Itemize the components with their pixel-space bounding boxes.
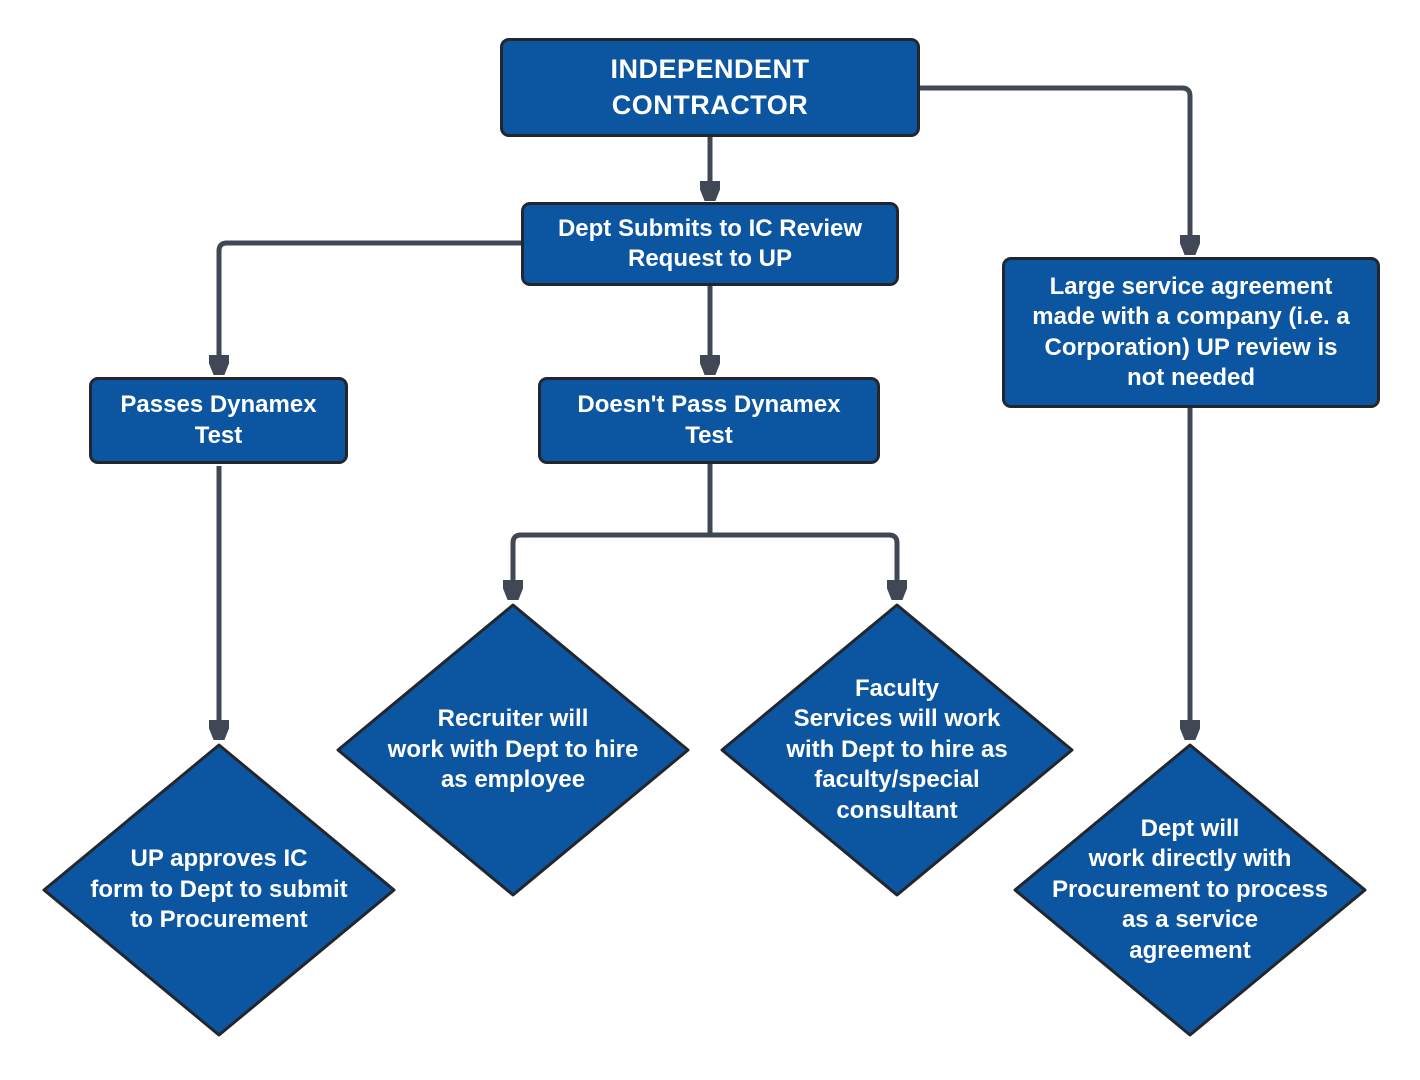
edge-dept-submits-to-passes — [219, 240, 521, 373]
node-recruiter-label: Recruiter will work with Dept to hire as… — [387, 705, 639, 794]
edge-ic-to-large-service — [920, 85, 1190, 253]
edge-doesnt-pass-to-faculty — [710, 532, 897, 598]
edge-doesnt-pass-to-recruiter — [513, 532, 710, 598]
diamond-shape — [1013, 743, 1367, 1037]
diamond-shape — [720, 603, 1074, 897]
node-large-service-agreement-label: Large service agreement made with a comp… — [1032, 272, 1350, 391]
node-large-service-agreement: Large service agreement made with a comp… — [1002, 257, 1380, 408]
node-faculty-services-label: Faculty Services will work with Dept to … — [786, 674, 1008, 824]
node-up-approves: UP approves IC form to Dept to submit to… — [41, 742, 397, 1038]
node-passes-dynamex-label: Passes Dynamex Test — [120, 391, 317, 449]
node-doesnt-pass-dynamex: Doesn't Pass Dynamex Test — [538, 377, 880, 464]
diamond-shape — [336, 603, 690, 897]
node-dept-procurement: Dept will work directly with Procurement… — [1012, 742, 1368, 1038]
node-up-approves-label: UP approves IC form to Dept to submit to… — [90, 845, 348, 934]
diamond-shape — [42, 743, 396, 1037]
node-independent-contractor-label: INDEPENDENT CONTRACTOR — [610, 54, 810, 120]
node-recruiter: Recruiter will work with Dept to hire as… — [335, 602, 691, 898]
node-independent-contractor: INDEPENDENT CONTRACTOR — [500, 38, 920, 137]
node-doesnt-pass-dynamex-label: Doesn't Pass Dynamex Test — [577, 391, 841, 449]
node-dept-procurement-label: Dept will work directly with Procurement… — [1051, 814, 1329, 964]
node-dept-submits-label: Dept Submits to IC Review Request to UP — [557, 214, 863, 272]
node-passes-dynamex: Passes Dynamex Test — [89, 377, 348, 464]
node-dept-submits: Dept Submits to IC Review Request to UP — [521, 202, 899, 286]
node-faculty-services: Faculty Services will work with Dept to … — [719, 602, 1075, 898]
